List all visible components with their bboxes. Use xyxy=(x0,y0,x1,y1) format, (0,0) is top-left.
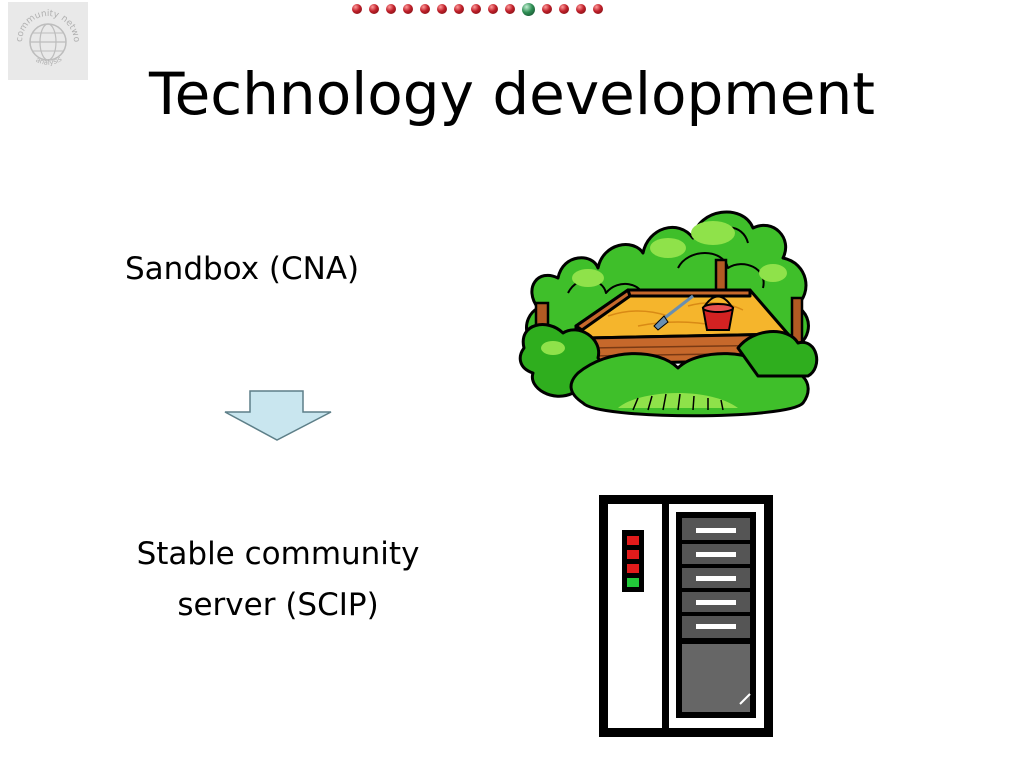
progress-dot xyxy=(386,4,396,14)
progress-dot xyxy=(369,4,379,14)
progress-dot xyxy=(559,4,569,14)
progress-dot xyxy=(437,4,447,14)
server-label: Stable community server (SCIP) xyxy=(113,529,443,631)
down-arrow-icon xyxy=(223,390,333,446)
server-label-line2: server (SCIP) xyxy=(177,587,379,624)
progress-dot xyxy=(471,4,481,14)
progress-dot xyxy=(576,4,586,14)
progress-dot xyxy=(542,4,552,14)
sandbox-clipart-icon xyxy=(518,198,822,428)
progress-dot xyxy=(352,4,362,14)
progress-dot xyxy=(505,4,515,14)
logo-ring-text: community network xyxy=(8,2,81,43)
progress-dot xyxy=(488,4,498,14)
progress-dot xyxy=(420,4,430,14)
progress-dot xyxy=(454,4,464,14)
server-label-line1: Stable community xyxy=(136,536,420,572)
community-network-analysis-logo: community network analysis xyxy=(8,2,88,80)
progress-dot-current xyxy=(522,2,535,16)
svg-text:analysis: analysis xyxy=(34,55,63,67)
progress-dot xyxy=(593,4,603,14)
slide-title: Technology development xyxy=(149,60,875,128)
slide-progress-dots xyxy=(352,2,603,16)
logo-sub-text: analysis xyxy=(34,55,63,67)
svg-text:community network: community network xyxy=(8,2,81,43)
progress-dot xyxy=(403,4,413,14)
server-rack-clipart-icon xyxy=(598,494,774,742)
sandbox-label: Sandbox (CNA) xyxy=(125,251,360,287)
